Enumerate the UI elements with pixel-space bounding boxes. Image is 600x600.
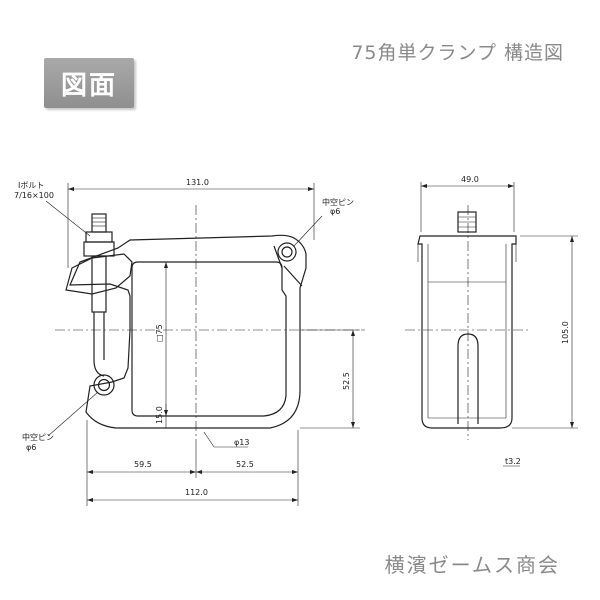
pin-top-label-2: φ6 xyxy=(330,207,340,216)
side-dim-height: 105.0 xyxy=(561,321,570,344)
front-view: 131.0 □75 15.0 52.5 φ13 59.5 52.5 xyxy=(14,178,365,506)
dim-bottom-thickness: 15.0 xyxy=(155,406,164,424)
drawing-title: 75角単クランプ 構造図 xyxy=(351,42,564,64)
bolt-label-2: 7/16×100 xyxy=(14,191,54,200)
dim-right-offset: 52.5 xyxy=(236,460,254,469)
side-dim-width: 49.0 xyxy=(461,175,479,184)
dim-left-offset: 59.5 xyxy=(134,460,152,469)
pin-bottom-outer xyxy=(93,374,115,396)
dim-overall-width: 131.0 xyxy=(186,178,209,187)
pin-bottom-label-2: φ6 xyxy=(26,443,36,452)
dim-rod-dia: φ13 xyxy=(234,438,249,447)
side-view: 49.0 105.0 t3.2 xyxy=(405,175,578,467)
pin-top-inner xyxy=(281,246,293,258)
bolt xyxy=(83,213,115,377)
bolt-label-1: Ⅰボルト xyxy=(18,181,44,190)
clamp-body-outline xyxy=(69,234,307,429)
pin-top-label-1: 中空ピン xyxy=(322,197,354,207)
side-slot xyxy=(457,333,479,424)
dim-height-right: 52.5 xyxy=(342,372,351,390)
bolt-nut xyxy=(85,231,113,243)
side-body-outline xyxy=(417,235,517,429)
side-dim-thickness: t3.2 xyxy=(505,457,521,466)
dim-square: □75 xyxy=(155,324,164,342)
dim-base-width: 112.0 xyxy=(185,488,208,497)
upper-jaw xyxy=(65,253,133,295)
pin-top-outer xyxy=(277,242,297,262)
pin-bottom-inner xyxy=(97,378,111,392)
pin-bottom-label-1: 中空ピン xyxy=(22,432,54,442)
drawing-badge: 図面 xyxy=(44,58,134,108)
bolt-washer xyxy=(83,241,115,257)
company-name: 横濱ゼームス商会 xyxy=(384,553,560,577)
